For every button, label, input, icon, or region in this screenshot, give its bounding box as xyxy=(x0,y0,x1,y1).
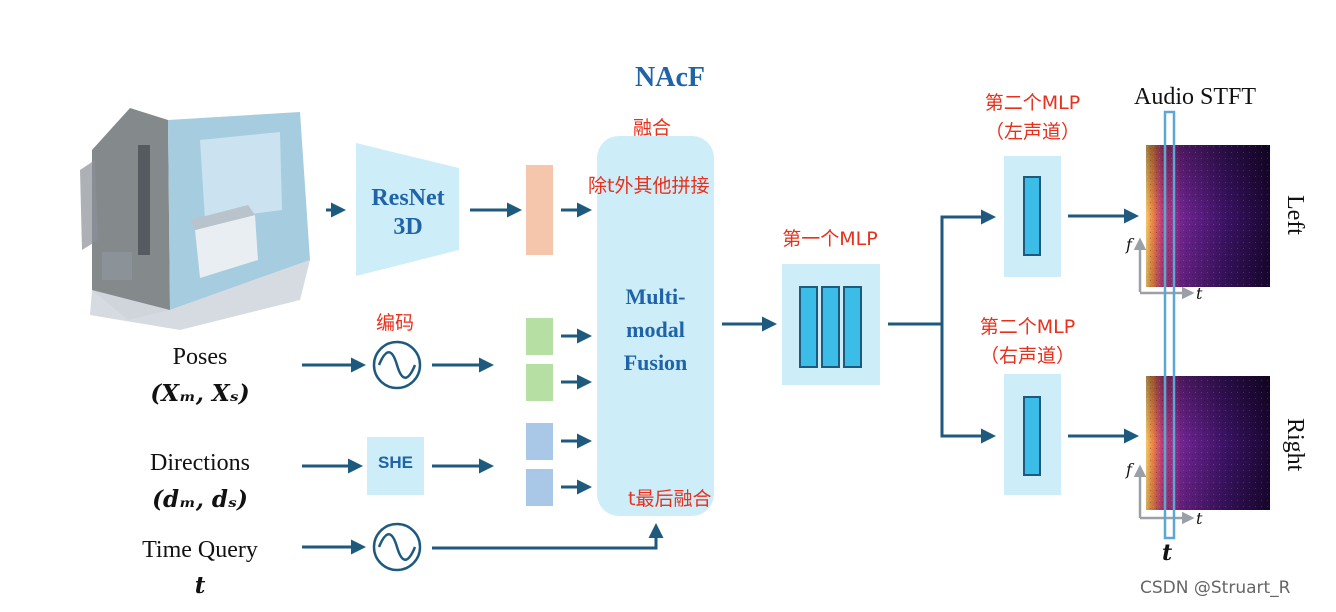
encode-note: 编码 xyxy=(376,312,415,334)
fusion-late-note: t最后融合 xyxy=(628,488,712,510)
mlp1-note: 第一个MLP xyxy=(782,228,878,250)
right-channel-label: Right xyxy=(1282,418,1308,472)
mlp2-left-note-line1: 第二个MLP xyxy=(984,92,1081,114)
spectrogram-left-image xyxy=(1146,145,1270,287)
mlp1-layer-3 xyxy=(843,286,862,368)
she-block xyxy=(367,437,424,495)
scene-feature-vector xyxy=(526,165,553,255)
poses-label: Poses xyxy=(172,344,228,370)
poses-math: (Xₘ, Xₛ) xyxy=(150,380,250,407)
f-axis-label-right: f xyxy=(1126,460,1132,479)
time-query-label: Time Query xyxy=(142,537,258,563)
spectrogram-right-image xyxy=(1146,376,1270,510)
mlp2-left-note-line2: （左声道） xyxy=(984,121,1080,143)
fusion-concat-note: 除t外其他拼接 xyxy=(588,175,710,197)
t-axis-label-left: t xyxy=(1196,284,1203,303)
f-axis-label-left: f xyxy=(1126,235,1132,254)
direction-feature-vector-1 xyxy=(526,423,553,460)
fusion-label-line2: modal xyxy=(626,317,685,342)
mlp1-layer-1 xyxy=(799,286,818,368)
positional-encoding-icon xyxy=(372,340,422,390)
fusion-label-line3: Fusion xyxy=(623,350,688,375)
arrow-to-left-mlp xyxy=(940,209,996,324)
pose-feature-vector-1 xyxy=(526,318,553,355)
pose-feature-vector-2 xyxy=(526,364,553,401)
arrow-time-to-fusion xyxy=(432,523,664,550)
directions-label: Directions xyxy=(150,450,250,476)
scene-pointcloud-image xyxy=(80,108,310,330)
mlp2-left-layer xyxy=(1023,176,1041,256)
directions-math: (dₘ, dₛ) xyxy=(152,486,248,513)
left-channel-label: Left xyxy=(1282,195,1308,235)
resnet3d-block xyxy=(356,143,459,276)
mlp1-layer-2 xyxy=(821,286,840,368)
diagram-title: NAcF xyxy=(635,62,705,93)
time-slice-highlight xyxy=(1163,110,1176,540)
resnet3d-label: ResNet 3D xyxy=(356,184,460,242)
time-slice-label: t xyxy=(1162,540,1173,566)
fusion-label-line1: Multi- xyxy=(625,284,686,309)
t-axis-label-right: t xyxy=(1196,509,1203,528)
time-query-math: t xyxy=(194,572,206,599)
resnet-label-line1: ResNet xyxy=(371,185,445,211)
arrow-to-right-mlp xyxy=(940,324,996,444)
watermark: CSDN @Struart_R xyxy=(1140,578,1291,598)
mlp2-right-note: 第二个MLP （右声道） xyxy=(955,313,1100,371)
fusion-label: Multi- modal Fusion xyxy=(597,280,714,379)
mlp2-right-note-line1: 第二个MLP xyxy=(979,316,1076,338)
time-encoding-icon xyxy=(372,522,422,572)
fusion-top-note: 融合 xyxy=(632,117,671,139)
mlp2-right-note-line2: （右声道） xyxy=(979,345,1075,367)
audio-stft-title: Audio STFT xyxy=(1134,84,1257,110)
mlp2-right-layer xyxy=(1023,396,1041,476)
direction-feature-vector-2 xyxy=(526,469,553,506)
she-label: SHE xyxy=(378,453,413,472)
multimodal-fusion-block xyxy=(597,136,714,516)
resnet-label-line2: 3D xyxy=(393,214,423,240)
mlp2-left-note: 第二个MLP （左声道） xyxy=(965,89,1100,147)
